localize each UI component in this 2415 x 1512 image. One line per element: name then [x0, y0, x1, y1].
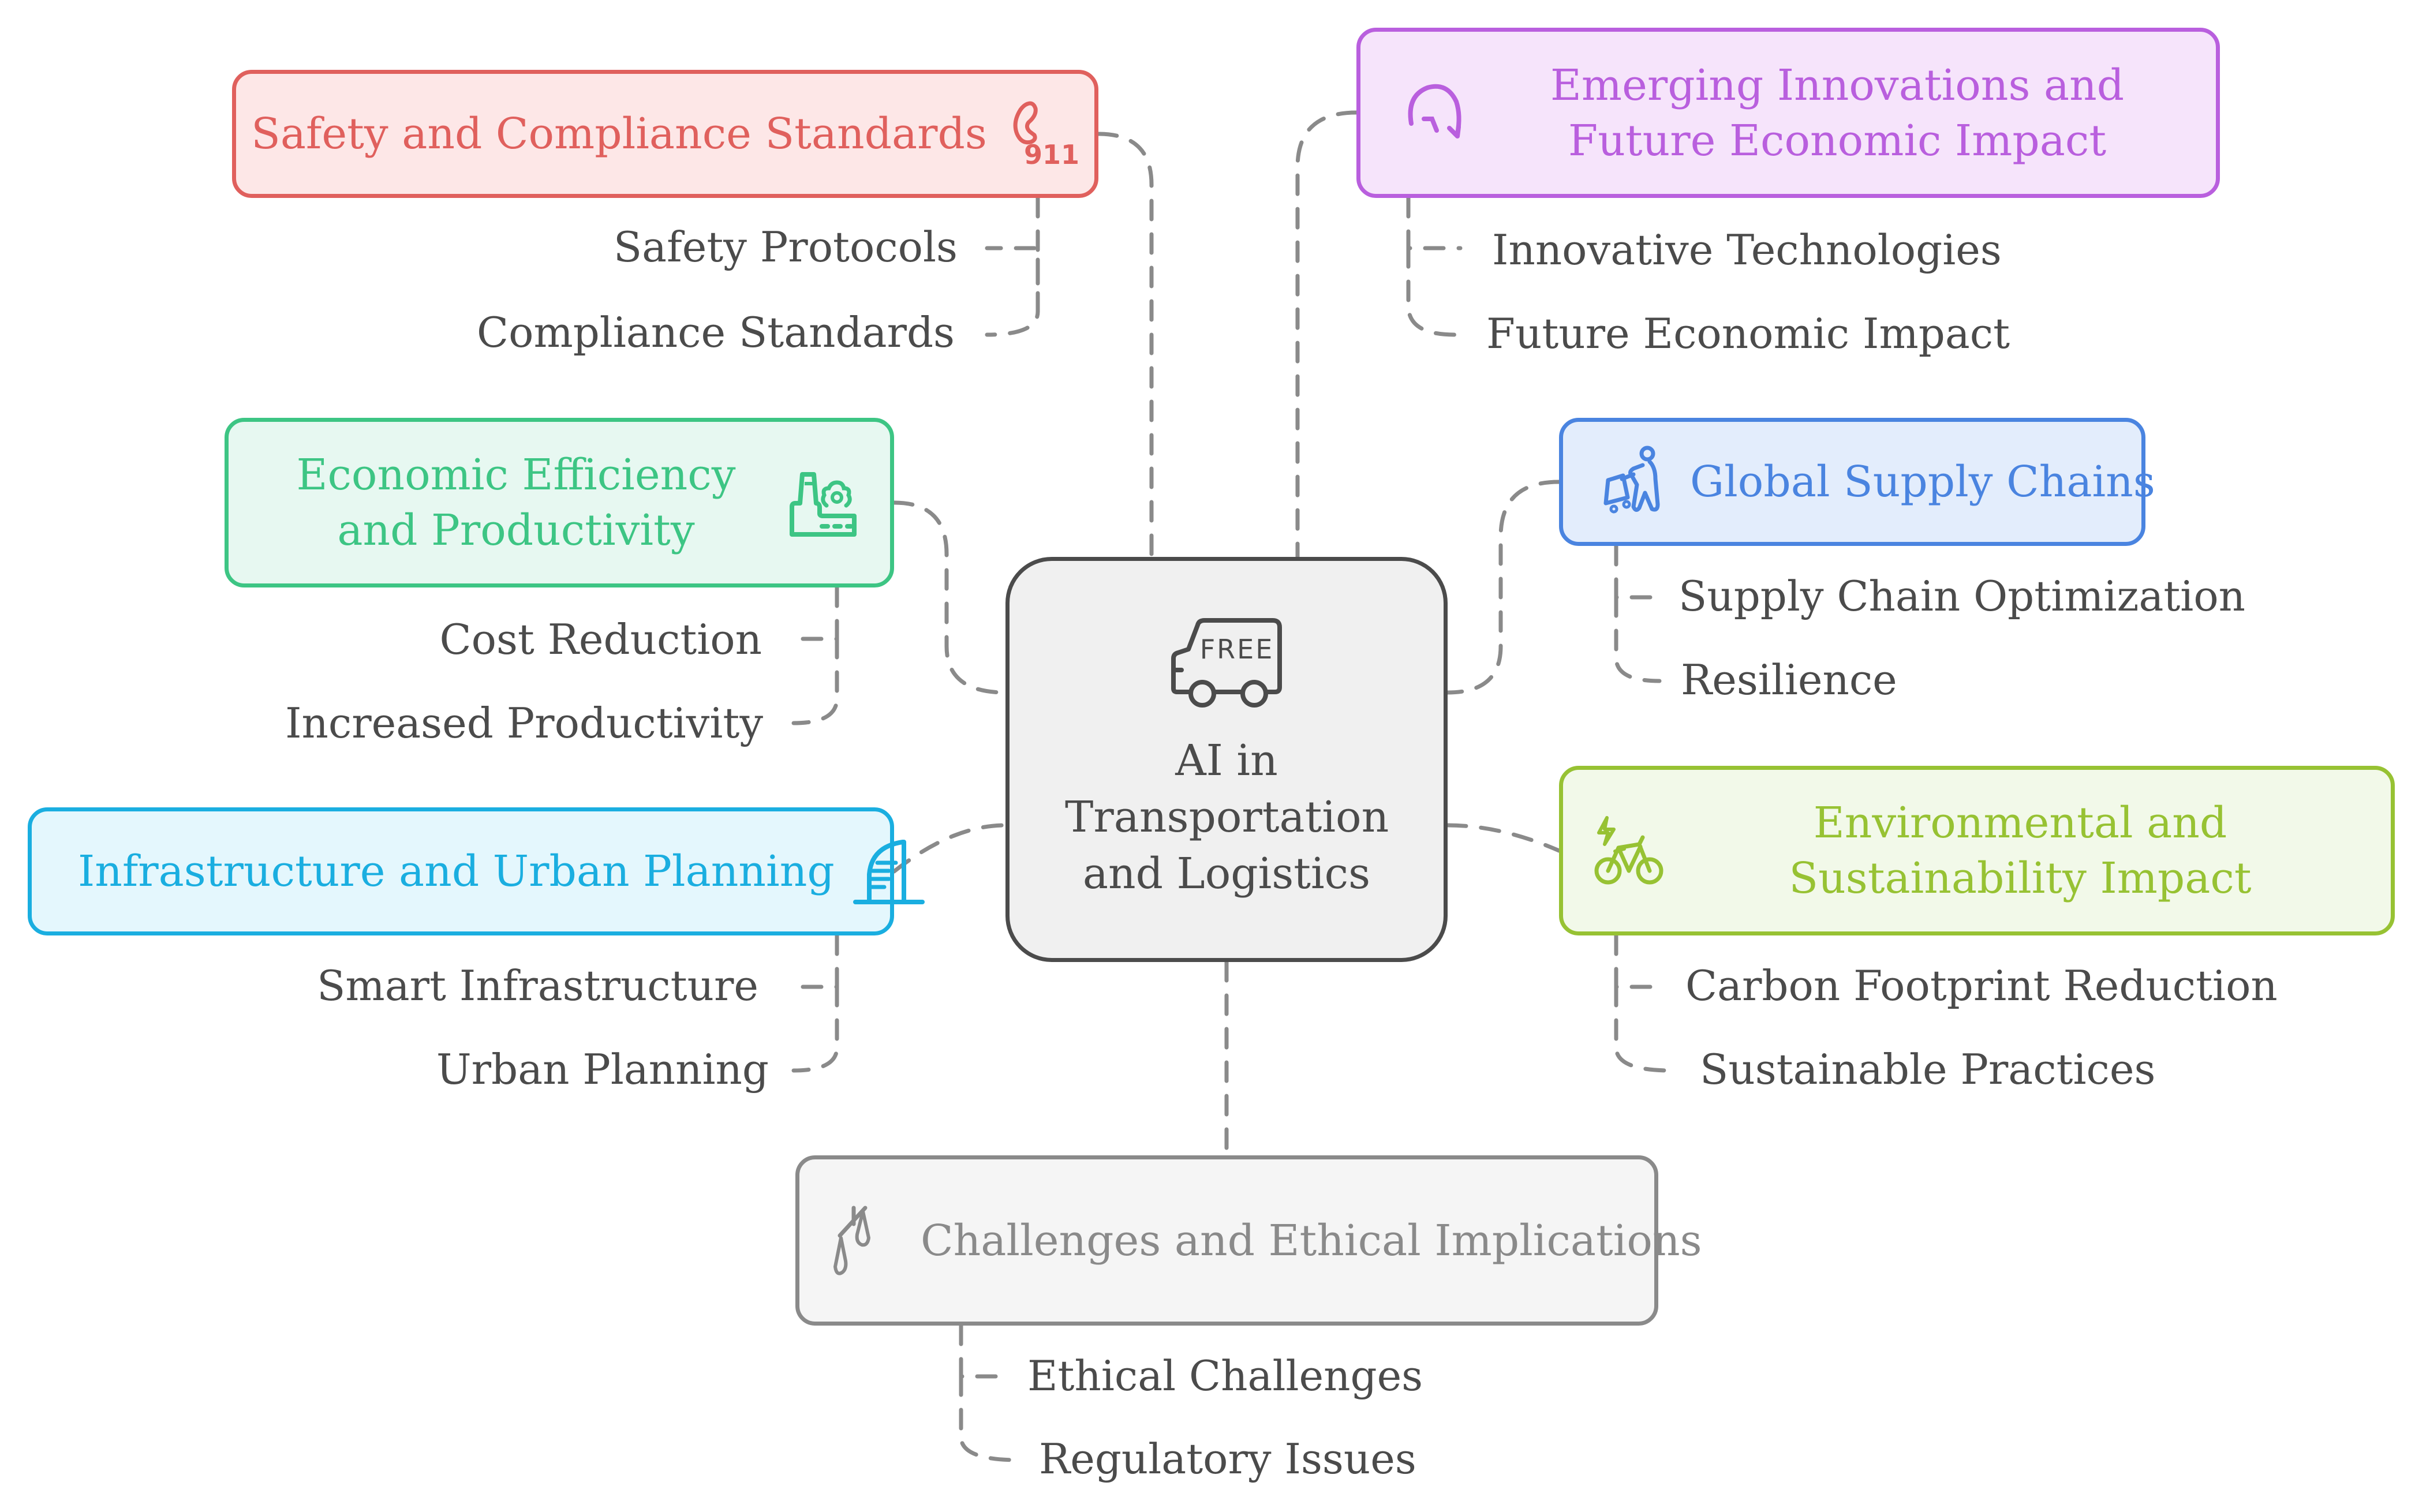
leaf-supply-chain-optimization: Supply Chain Optimization — [1678, 572, 2246, 620]
emergency-911-phone-icon: 911 — [1004, 99, 1079, 169]
leaf-safety-protocols: Safety Protocols — [613, 223, 958, 271]
svg-text:FREE: FREE — [1200, 634, 1274, 665]
leaf-carbon-footprint-reduction: Carbon Footprint Reduction — [1685, 961, 2278, 1010]
leaf-cost-reduction: Cost Reduction — [439, 615, 762, 664]
branch-label-environmental: Environmental and Sustainability Impact — [1789, 798, 2252, 903]
leaf-compliance-standards: Compliance Standards — [477, 308, 955, 357]
leaf-future-economic-impact: Future Economic Impact — [1486, 309, 2010, 358]
branch-label-emerging: Emerging Innovations and Future Economic… — [1550, 60, 2125, 166]
connector-challenges-children — [959, 1323, 1021, 1462]
branch-node-challenges[interactable]: Challenges and Ethical Implications — [795, 1155, 1702, 1326]
leaf-increased-productivity: Increased Productivity — [285, 699, 763, 747]
connector-center-economic — [892, 500, 1008, 695]
connector-emerging-children — [1406, 196, 1463, 337]
leaf-urban-planning: Urban Planning — [436, 1045, 769, 1094]
branch-node-safety[interactable]: Safety and Compliance Standards 911 — [232, 70, 1098, 198]
leaf-resilience: Resilience — [1681, 656, 1897, 704]
connector-center-env — [1445, 823, 1561, 853]
rotate-arrow-icon — [1401, 78, 1470, 148]
factory-gear-icon — [786, 465, 861, 540]
leaf-sustainable-practices: Sustainable Practices — [1700, 1045, 2156, 1094]
free-delivery-truck-icon: FREE — [1169, 617, 1284, 709]
branch-node-emerging[interactable]: Emerging Innovations and Future Economic… — [1356, 28, 2220, 198]
svg-text:911: 911 — [1024, 139, 1079, 169]
branch-node-global[interactable]: Global Supply Chains — [1559, 418, 2155, 546]
branch-node-infrastructure[interactable]: Infrastructure and Urban Planning — [28, 807, 925, 935]
branch-node-economic[interactable]: Economic Efficiency and Productivity — [225, 418, 894, 587]
leaf-ethical-challenges: Ethical Challenges — [1027, 1352, 1423, 1400]
connector-global-children — [1614, 544, 1665, 683]
central-topic-label: AI in Transportation and Logistics — [1065, 736, 1389, 899]
branch-label-challenges: Challenges and Ethical Implications — [921, 1215, 1702, 1266]
connector-center-global — [1445, 480, 1561, 695]
person-pushing-cart-icon — [1598, 444, 1673, 519]
connector-safety-children — [985, 196, 1040, 337]
central-topic-node[interactable]: FREE AI in Transportation and Logistics — [1005, 557, 1448, 962]
skyscraper-icon — [852, 834, 927, 909]
branch-label-global: Global Supply Chains — [1690, 457, 2155, 507]
connector-center-safety — [1096, 132, 1154, 559]
branch-label-economic: Economic Efficiency and Productivity — [296, 450, 736, 555]
connector-env-children — [1614, 933, 1673, 1073]
leaf-smart-infrastructure: Smart Infrastructure — [317, 961, 758, 1010]
scales-icon — [828, 1203, 903, 1278]
branch-node-environmental[interactable]: Environmental and Sustainability Impact — [1559, 766, 2395, 935]
leaf-innovative-technologies: Innovative Technologies — [1492, 226, 2002, 274]
electric-bike-icon — [1592, 813, 1667, 888]
branch-label-infrastructure: Infrastructure and Urban Planning — [78, 847, 835, 896]
connector-center-infra — [892, 823, 1008, 874]
branch-label-safety: Safety and Compliance Standards — [251, 109, 987, 159]
connector-economic-children — [791, 585, 839, 725]
connector-center-emerging — [1295, 110, 1359, 559]
connector-infra-children — [791, 933, 839, 1073]
leaf-regulatory-issues: Regulatory Issues — [1039, 1435, 1416, 1483]
